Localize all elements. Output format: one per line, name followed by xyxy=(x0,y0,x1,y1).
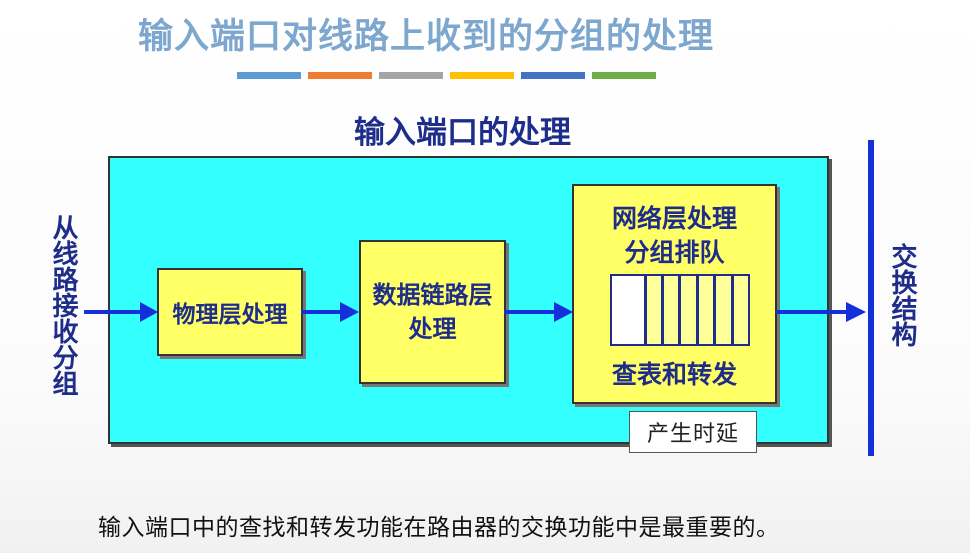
queue-slot xyxy=(698,276,717,344)
queue-slot xyxy=(681,276,699,344)
title-underline-segment xyxy=(237,72,301,79)
data-link-layer-label: 数据链路层处理 xyxy=(372,281,493,343)
queue-slot xyxy=(612,276,647,344)
slide-title: 输入端口对线路上收到的分组的处理 xyxy=(138,17,715,57)
title-underline-segment xyxy=(592,72,656,79)
lookup-forward-label: 查表和转发 xyxy=(611,360,737,389)
queue-slot xyxy=(664,276,682,344)
input-line-label: 从线路接收分组 xyxy=(48,214,78,396)
network-layer-box: 网络层处理 分组排队 查表和转发 xyxy=(572,184,777,404)
physical-layer-label: 物理层处理 xyxy=(172,302,288,328)
switch-fabric-line xyxy=(868,140,874,456)
data-link-layer-box: 数据链路层处理 xyxy=(359,240,506,384)
title-underline-segment xyxy=(521,72,585,79)
packet-queue-label: 分组排队 xyxy=(624,238,725,267)
input-port-heading: 输入端口的处理 xyxy=(354,115,571,151)
delay-label: 产生时延 xyxy=(629,411,757,453)
arrow-head-icon xyxy=(846,302,866,322)
footer-note: 输入端口中的查找和转发功能在路由器的交换功能中是最重要的。 xyxy=(98,515,780,541)
title-underline-segment xyxy=(450,72,514,79)
network-layer-label: 网络层处理 xyxy=(611,204,737,233)
switch-fabric-label: 交换结构 xyxy=(887,243,917,347)
title-underline-segment xyxy=(308,72,372,79)
packet-queue xyxy=(610,274,750,346)
queue-slot xyxy=(733,276,748,344)
physical-layer-box: 物理层处理 xyxy=(157,268,303,356)
queue-slot xyxy=(716,276,734,344)
queue-slot xyxy=(646,276,665,344)
title-underline-segment xyxy=(379,72,443,79)
